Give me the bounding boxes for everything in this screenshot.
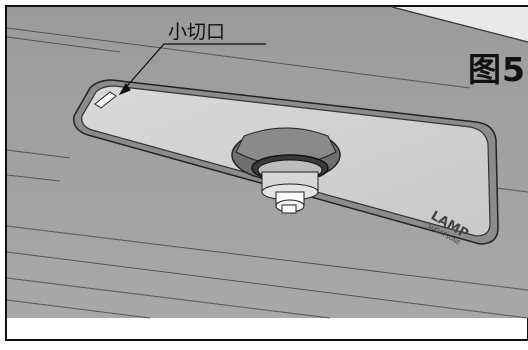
figure-label: 图5 <box>468 50 526 89</box>
callout-label: 小切口 <box>168 21 226 43</box>
small-notch <box>94 91 117 109</box>
panel-grooves <box>6 27 528 319</box>
callout-leader <box>118 43 266 96</box>
center-fitting <box>231 127 341 214</box>
